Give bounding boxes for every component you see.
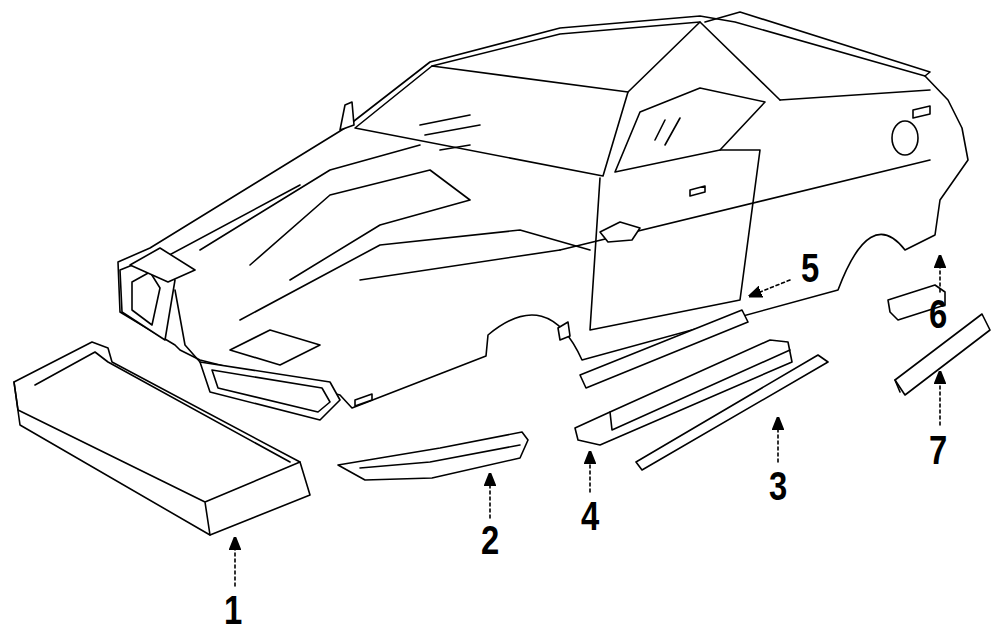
side-marker [558, 322, 570, 340]
callout-number: 5 [801, 248, 819, 288]
callout-number: 2 [479, 520, 501, 560]
spoiler-extension [360, 445, 520, 468]
side-window [615, 88, 765, 172]
glass-glint [655, 120, 665, 140]
callout-number: 4 [579, 496, 601, 536]
door-handle [690, 186, 705, 196]
leader-line [939, 256, 941, 292]
callout-number: 6 [929, 294, 947, 334]
mirror [600, 222, 640, 242]
glass-glint [440, 145, 470, 150]
callout-number: 7 [927, 430, 949, 470]
callout-number: 2 [481, 520, 499, 560]
nose-point [175, 290, 200, 362]
callout-number: 7 [929, 430, 947, 470]
body-crease [560, 160, 930, 250]
rear-deck [780, 90, 930, 100]
headlight-door [230, 330, 320, 365]
callout-number: 1 [224, 590, 242, 630]
leader-line [750, 280, 790, 296]
door-outline [590, 150, 760, 330]
front-bumper-cover [35, 352, 290, 462]
fuel-door [892, 121, 918, 155]
leader-line [234, 538, 236, 586]
callout-number: 4 [581, 496, 599, 536]
callout-number: 3 [767, 466, 789, 506]
front-bumper-cover [14, 382, 300, 535]
glass-glint [425, 125, 480, 135]
glass-glint [420, 115, 470, 125]
callout-number: 6 [927, 294, 949, 334]
car-body [118, 16, 968, 408]
roof-line [432, 22, 700, 66]
front-bumper-cover [14, 342, 310, 535]
callout-number: 1 [222, 590, 244, 630]
rear-spoiler [705, 12, 930, 76]
callout-number: 5 [799, 248, 821, 288]
side-marker [355, 394, 372, 406]
headlight-recess [200, 362, 340, 420]
glass-glint [665, 118, 680, 145]
hood-stripe [240, 230, 590, 320]
hood-stripe [200, 145, 420, 250]
leader-line [777, 418, 779, 462]
body-crease [360, 250, 560, 280]
rear-lower-panel [895, 380, 900, 392]
tail-marker [913, 106, 930, 118]
leader-line [489, 474, 491, 518]
headlight-door [130, 248, 195, 282]
mirror [340, 102, 354, 130]
headlight-recess [132, 272, 160, 325]
leader-line [939, 372, 941, 425]
lower-strip [636, 355, 828, 470]
headlight-recess [212, 370, 330, 412]
spoiler-extension [338, 432, 528, 480]
leader-line [589, 452, 591, 492]
hood-stripe [160, 185, 300, 260]
windshield [355, 66, 628, 176]
callout-number: 3 [769, 466, 787, 506]
hood-scoop [250, 170, 470, 280]
